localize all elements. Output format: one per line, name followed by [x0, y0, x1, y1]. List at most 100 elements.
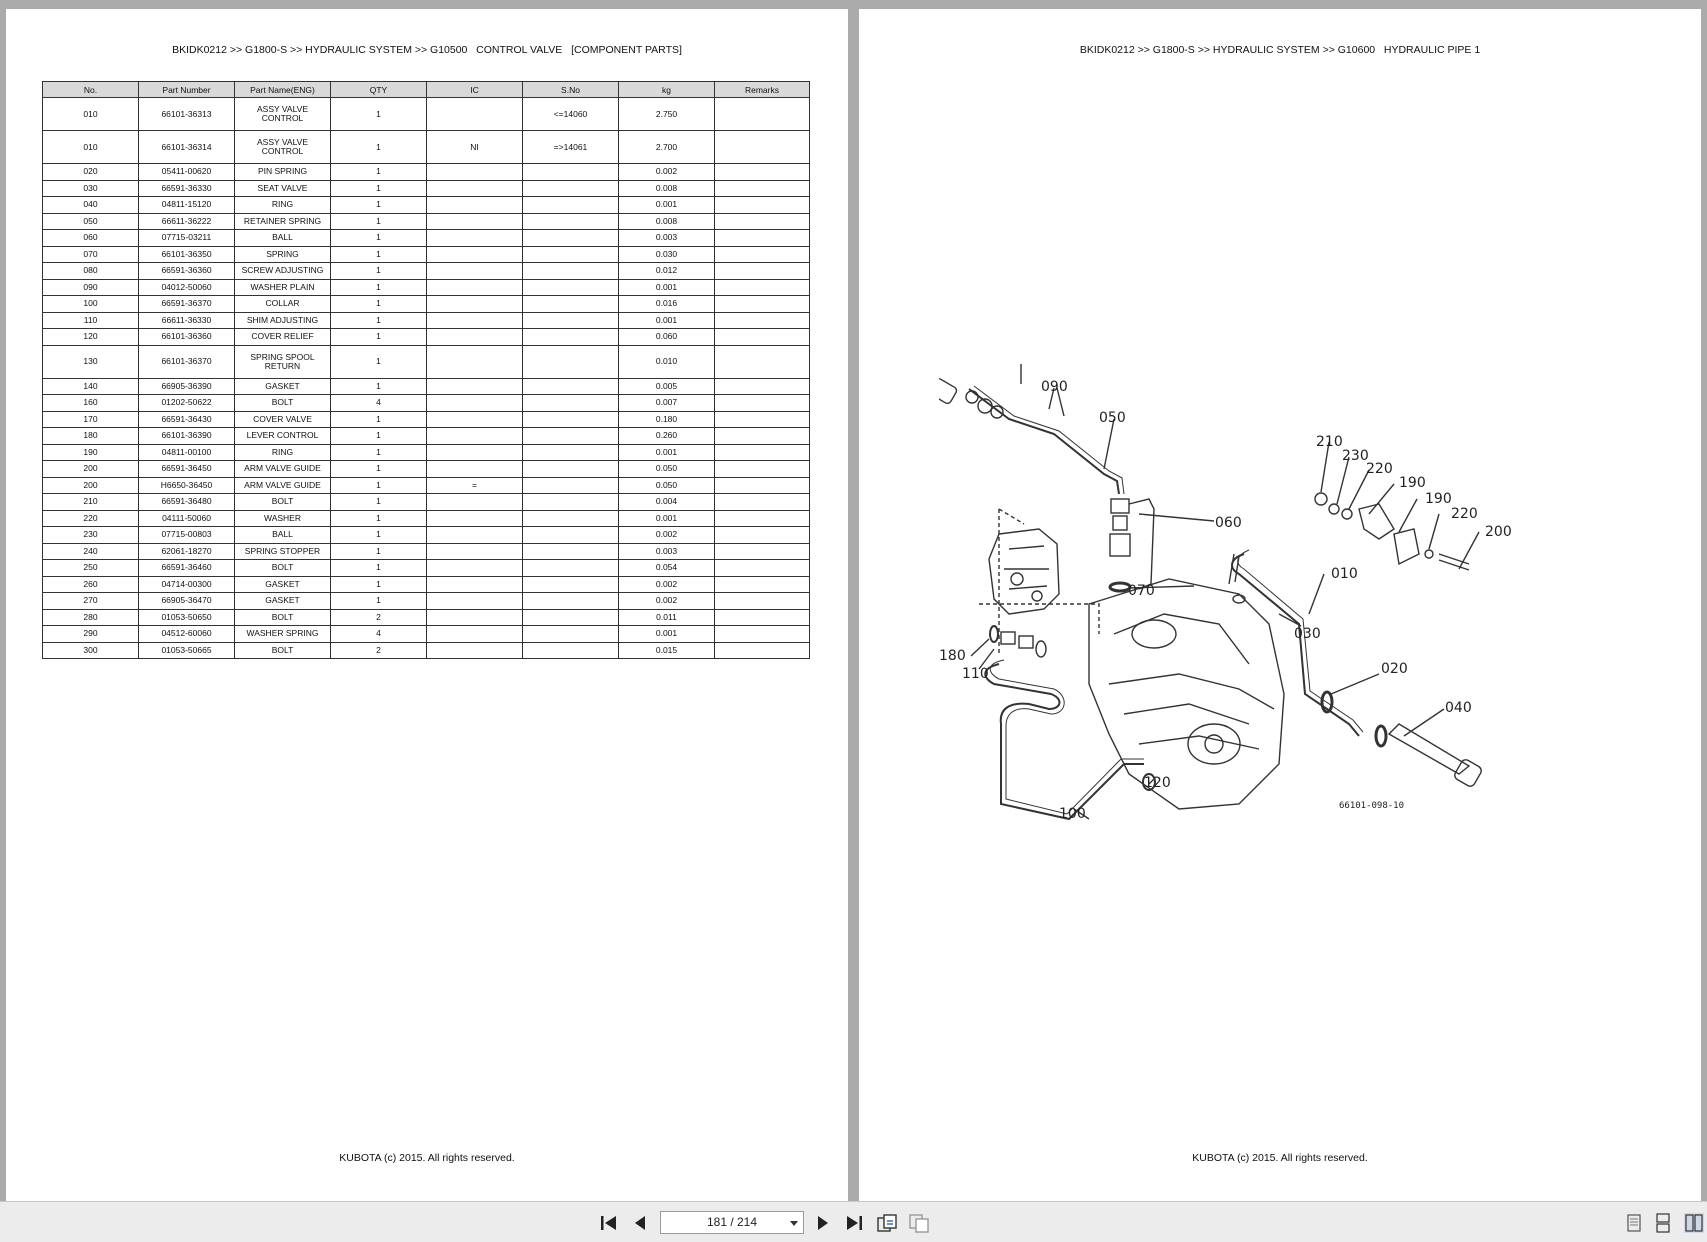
previous-page-icon[interactable] — [633, 1215, 647, 1231]
table-cell — [522, 229, 619, 247]
chevron-down-icon[interactable] — [790, 1221, 798, 1226]
table-cell: 0.003 — [618, 229, 715, 247]
table-cell — [714, 625, 810, 643]
table-cell: 1 — [330, 245, 427, 263]
table-cell: 130 — [42, 344, 139, 379]
callout-100: 100 — [1059, 806, 1086, 822]
table-cell — [522, 212, 619, 230]
last-page-icon[interactable] — [845, 1215, 863, 1231]
table-cell — [426, 592, 523, 610]
column-header: QTY — [330, 81, 427, 98]
table-cell: 1 — [330, 542, 427, 560]
table-cell: 1 — [330, 97, 427, 131]
drawing-code: 66101-098-10 — [1339, 801, 1404, 811]
table-cell — [522, 460, 619, 478]
table-cell: 170 — [42, 410, 139, 428]
two-page-view-icon[interactable] — [1684, 1213, 1704, 1233]
table-cell — [522, 262, 619, 280]
table-cell: 1 — [330, 377, 427, 395]
table-cell — [426, 97, 523, 131]
table-cell: 200 — [42, 476, 139, 494]
table-cell: 290 — [42, 625, 139, 643]
copy-icon[interactable] — [908, 1213, 930, 1233]
rotate-icon[interactable] — [876, 1213, 898, 1233]
callout-120: 120 — [1144, 775, 1171, 791]
left-page-header: BKIDK0212 >> G1800-S >> HYDRAULIC SYSTEM… — [172, 44, 682, 56]
table-cell: 07715-00803 — [138, 526, 235, 544]
table-cell — [426, 311, 523, 329]
table-cell: 260 — [42, 575, 139, 593]
table-cell: 04811-15120 — [138, 196, 235, 214]
right-page-footer: KUBOTA (c) 2015. All rights reserved. — [1192, 1152, 1368, 1164]
table-cell: BALL — [234, 526, 331, 544]
table-cell: 66905-36470 — [138, 592, 235, 610]
table-cell: 200 — [42, 460, 139, 478]
table-cell — [714, 410, 810, 428]
table-cell — [426, 526, 523, 544]
table-cell — [714, 97, 810, 131]
next-page-icon[interactable] — [816, 1215, 830, 1231]
table-cell: 220 — [42, 509, 139, 527]
table-cell: 0.008 — [618, 179, 715, 197]
table-cell — [522, 179, 619, 197]
table-cell: 66591-36480 — [138, 493, 235, 511]
table-cell — [522, 278, 619, 296]
table-cell: 1 — [330, 410, 427, 428]
first-page-icon[interactable] — [600, 1215, 618, 1231]
table-cell: 100 — [42, 295, 139, 313]
table-cell: 0.050 — [618, 476, 715, 494]
table-cell — [522, 295, 619, 313]
table-cell — [522, 509, 619, 527]
table-cell: 0.002 — [618, 163, 715, 181]
table-cell — [426, 377, 523, 395]
table-cell: 0.054 — [618, 559, 715, 577]
table-cell: 0.001 — [618, 196, 715, 214]
table-cell: 0.004 — [618, 493, 715, 511]
table-cell — [714, 509, 810, 527]
callout-060: 060 — [1215, 515, 1242, 531]
table-cell: 1 — [330, 212, 427, 230]
table-cell: 66591-36450 — [138, 460, 235, 478]
table-cell: 2 — [330, 608, 427, 626]
table-cell: COVER RELIEF — [234, 328, 331, 346]
table-cell: 1 — [330, 130, 427, 164]
table-cell: 030 — [42, 179, 139, 197]
single-page-view-icon[interactable] — [1626, 1213, 1642, 1233]
table-cell: 1 — [330, 229, 427, 247]
table-cell — [522, 245, 619, 263]
table-cell: 180 — [42, 427, 139, 445]
continuous-view-icon[interactable] — [1655, 1213, 1671, 1233]
table-cell — [522, 493, 619, 511]
table-cell — [714, 295, 810, 313]
callout-090: 090 — [1041, 379, 1068, 395]
table-cell: 1 — [330, 311, 427, 329]
left-page-footer: KUBOTA (c) 2015. All rights reserved. — [339, 1152, 515, 1164]
table-cell — [426, 295, 523, 313]
page-number-input[interactable]: 181 / 214 — [660, 1211, 804, 1234]
table-cell: ASSY VALVE CONTROL — [234, 130, 331, 164]
table-cell: 66611-36330 — [138, 311, 235, 329]
table-cell — [522, 443, 619, 461]
table-cell: 0.002 — [618, 575, 715, 593]
table-cell: 66101-36313 — [138, 97, 235, 131]
table-cell: GASKET — [234, 575, 331, 593]
callout-190b: 190 — [1425, 491, 1452, 507]
table-cell — [426, 542, 523, 560]
table-cell — [714, 575, 810, 593]
table-cell: SPRING SPOOL RETURN — [234, 344, 331, 379]
callout-110: 110 — [962, 666, 989, 682]
